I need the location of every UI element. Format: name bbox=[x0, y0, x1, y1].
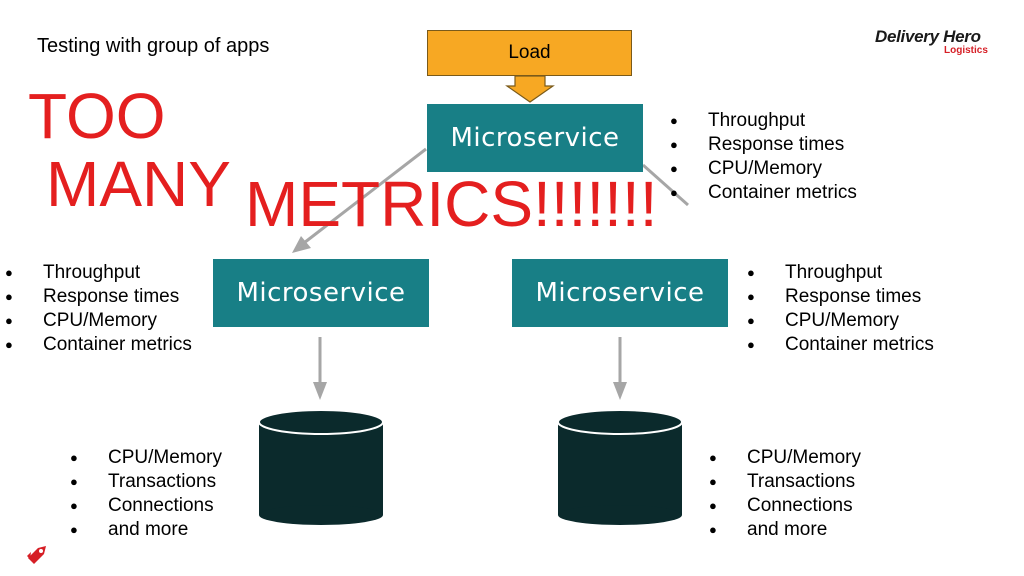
list-item: Container metrics bbox=[5, 333, 192, 357]
load-box: Load bbox=[427, 30, 632, 76]
list-item: Transactions bbox=[709, 470, 861, 494]
logistics-logo-text: Logistics bbox=[944, 45, 988, 56]
database-left-icon bbox=[258, 409, 384, 525]
list-item: Response times bbox=[747, 285, 934, 309]
list-item: CPU/Memory bbox=[670, 157, 857, 181]
list-item: Container metrics bbox=[747, 333, 934, 357]
list-item: Connections bbox=[709, 494, 861, 518]
list-item: Response times bbox=[670, 133, 857, 157]
slide-subtitle: Testing with group of apps bbox=[37, 35, 270, 57]
list-item: CPU/Memory bbox=[70, 446, 222, 470]
service-metrics-list-top: Throughput Response times CPU/Memory Con… bbox=[670, 109, 857, 205]
load-arrow bbox=[505, 75, 555, 103]
delivery-hero-icon bbox=[27, 546, 46, 564]
overlay-many: MANY bbox=[46, 148, 231, 220]
database-right-icon bbox=[557, 409, 683, 525]
list-item: Transactions bbox=[70, 470, 222, 494]
list-item: CPU/Memory bbox=[709, 446, 861, 470]
list-item: CPU/Memory bbox=[5, 309, 192, 333]
overlay-too: TOO bbox=[28, 80, 166, 152]
db-metrics-list-right: CPU/Memory Transactions Connections and … bbox=[709, 446, 861, 542]
list-item: Throughput bbox=[747, 261, 934, 285]
list-item: Response times bbox=[5, 285, 192, 309]
overlay-metrics: METRICS!!!!!!! bbox=[245, 168, 658, 240]
service-metrics-list-left: Throughput Response times CPU/Memory Con… bbox=[5, 261, 192, 357]
list-item: CPU/Memory bbox=[747, 309, 934, 333]
service-metrics-list-right: Throughput Response times CPU/Memory Con… bbox=[747, 261, 934, 357]
delivery-hero-logo: Delivery Hero bbox=[875, 27, 981, 46]
microservice-right-box: Microservice bbox=[512, 259, 728, 327]
list-item: and more bbox=[70, 518, 222, 542]
microservice-top-box: Microservice bbox=[427, 104, 643, 172]
arrowhead-left-service bbox=[292, 236, 311, 253]
list-item: Throughput bbox=[670, 109, 857, 133]
list-item: Container metrics bbox=[670, 181, 857, 205]
list-item: and more bbox=[709, 518, 861, 542]
db-metrics-list-left: CPU/Memory Transactions Connections and … bbox=[70, 446, 222, 542]
arrow-to-left-service bbox=[299, 147, 427, 248]
list-item: Connections bbox=[70, 494, 222, 518]
arrowhead-left-db bbox=[313, 382, 327, 400]
list-item: Throughput bbox=[5, 261, 192, 285]
microservice-left-box: Microservice bbox=[213, 259, 429, 327]
arrowhead-right-db bbox=[613, 382, 627, 400]
